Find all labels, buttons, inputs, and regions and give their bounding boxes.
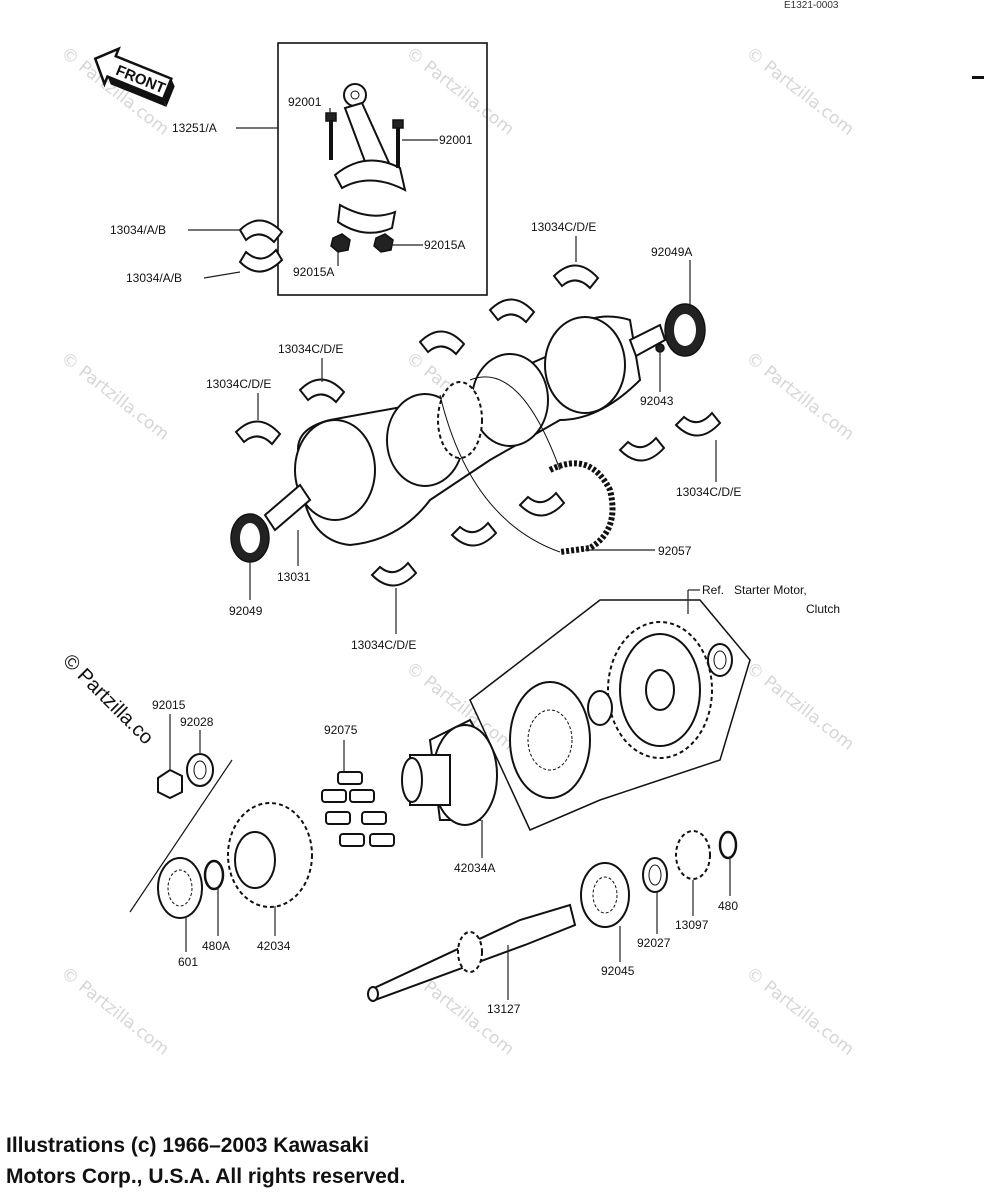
callout-92015: 92015: [152, 698, 186, 712]
callout-13034AB-bottom: 13034/A/B: [126, 271, 182, 285]
bearing-shell: [234, 420, 282, 446]
callout-92043: 92043: [640, 394, 674, 408]
leader-lines: [169, 108, 731, 1000]
callout-13031: 13031: [277, 570, 311, 584]
callout-13034CDE-right: 13034C/D/E: [676, 485, 741, 499]
crankshaft: [263, 315, 667, 547]
connecting-rod: [333, 83, 407, 234]
exploded-parts-diagram: © Partzilla.com © Partzilla.com © Partzi…: [57, 42, 858, 1060]
watermark: © Partzilla.com: [742, 348, 858, 445]
watermark: © Partzilla.com: [742, 658, 858, 755]
callout-13097: 13097: [675, 918, 709, 932]
callout-92045: 92045: [601, 964, 635, 978]
rod-bolt-right: [392, 119, 404, 168]
front-arrow: FRONT: [93, 46, 175, 107]
watermark: © Partzilla.com: [57, 348, 173, 445]
callout-92015A-left: 92015A: [293, 265, 334, 279]
collar-92027: [642, 857, 668, 893]
bearing-shell: [552, 264, 600, 290]
callout-92028: 92028: [180, 715, 214, 729]
damper-hub: [401, 718, 498, 826]
copyright-notice: Illustrations (c) 1966–2003 Kawasaki Mot…: [6, 1130, 405, 1192]
bearing-shell: [450, 521, 498, 547]
connecting-rod-group: [277, 42, 488, 296]
callout-labels: 13251/A 92001 92001 13034/A/B 13034/A/B …: [110, 95, 840, 1016]
rod-bolt-left: [325, 112, 337, 160]
copyright-line-2: Motors Corp., U.S.A. All rights reserved…: [6, 1165, 406, 1188]
callout-42034: 42034: [257, 939, 291, 953]
nut-92015: [157, 768, 183, 800]
circlip-480: [718, 830, 738, 860]
callout-92049: 92049: [229, 604, 263, 618]
rubber-dampers: [321, 771, 395, 847]
callout-13034CDE-left: 13034C/D/E: [206, 377, 271, 391]
callout-13034CDE-upper: 13034C/D/E: [278, 342, 343, 356]
rod-bearing-shell-lower: [238, 248, 284, 273]
collar-92028: [186, 753, 214, 787]
callout-42034A: 42034A: [454, 861, 495, 875]
starter-clutch-gear: [607, 621, 713, 759]
bearing-shell: [488, 298, 536, 324]
rod-nut-left: [330, 233, 351, 253]
callout-92049A: 92049A: [651, 245, 692, 259]
output-shaft-13127: [367, 903, 577, 1002]
connecting-rod-box: [277, 42, 488, 296]
edge-dash-mark: [972, 76, 984, 79]
callout-13034AB-top: 13034/A/B: [110, 223, 166, 237]
watermark: © Partzilla.com: [402, 43, 518, 140]
starter-clutch-plate: [509, 681, 591, 799]
callout-ref-starter-motor: Ref. Starter Motor,: [702, 583, 807, 597]
callout-92075: 92075: [324, 723, 358, 737]
bearing-92045: [580, 862, 630, 928]
spacer-ring: [587, 690, 613, 726]
gear-13097: [675, 830, 711, 880]
pin-92043: [655, 343, 665, 353]
bearing-601: [157, 857, 203, 919]
oil-seal-right: [664, 303, 706, 357]
callout-13034CDE-bottom: 13034C/D/E: [351, 638, 416, 652]
watermark: © Partzilla.com: [742, 43, 858, 140]
bearing-shell: [518, 491, 566, 517]
callout-13127: 13127: [487, 1002, 521, 1016]
callout-480: 480: [718, 899, 738, 913]
callout-13251A: 13251/A: [172, 121, 217, 135]
copyright-line-1: Illustrations (c) 1966–2003 Kawasaki: [6, 1134, 370, 1157]
callout-92001-left: 92001: [288, 95, 322, 109]
bearing-shell: [618, 436, 666, 462]
drawing-reference-code: E1321-0003: [784, 0, 839, 11]
callout-ref-clutch: Clutch: [806, 602, 840, 616]
bearing-shell: [674, 411, 722, 437]
circlip-480A: [203, 859, 225, 891]
bearing-shell: [418, 330, 466, 356]
callout-92057: 92057: [658, 544, 692, 558]
gear-42034: [227, 802, 313, 908]
cam-chain: [439, 376, 616, 555]
starter-clutch-outline: [469, 599, 751, 831]
bearing-shell: [298, 378, 346, 404]
watermark: © Partzilla.com: [57, 963, 173, 1060]
callout-13034CDE-topright: 13034C/D/E: [531, 220, 596, 234]
callout-92027: 92027: [637, 936, 671, 950]
starter-clutch-washer: [707, 643, 733, 677]
rod-bearing-shell-upper: [238, 219, 284, 244]
callout-601: 601: [178, 955, 198, 969]
callout-92015A-right: 92015A: [424, 238, 465, 252]
main-bearing-shells: [234, 264, 722, 587]
oil-seal-left: [230, 513, 270, 563]
left-assembly-line: [129, 759, 233, 913]
partzilla-side-watermark: © Partzilla.co: [58, 650, 157, 749]
watermark: © Partzilla.com: [742, 963, 858, 1060]
callout-92001-right: 92001: [439, 133, 473, 147]
callout-480A: 480A: [202, 939, 230, 953]
rod-nut-right: [373, 233, 394, 253]
bearing-shell: [370, 561, 418, 587]
